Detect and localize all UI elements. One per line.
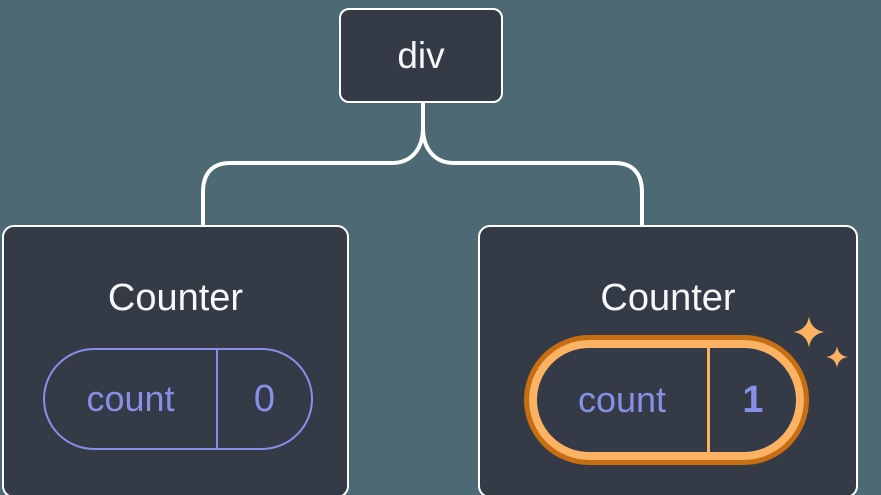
component-title: Counter (107, 277, 244, 319)
counter-card-right: Counter count 1 (478, 225, 858, 495)
root-node-label: div (397, 34, 445, 76)
state-name: count (45, 350, 218, 448)
connector-left-branch (201, 100, 425, 228)
state-pill-highlighted: count 1 (524, 335, 809, 465)
counter-card-left: Counter count 0 (2, 225, 349, 495)
tree-node-div: div (339, 8, 503, 103)
state-pill: count 0 (43, 348, 313, 450)
connector-right-branch (421, 100, 644, 228)
state-value: 1 (742, 378, 764, 421)
state-value: 0 (253, 377, 276, 420)
state-pill-highlight-ring: count 1 (529, 340, 804, 460)
state-name: count (537, 348, 710, 452)
sparkle-small (826, 346, 848, 368)
sparkle-large (793, 316, 825, 348)
component-title: Counter (600, 277, 736, 319)
sparkle-icon (793, 316, 848, 368)
